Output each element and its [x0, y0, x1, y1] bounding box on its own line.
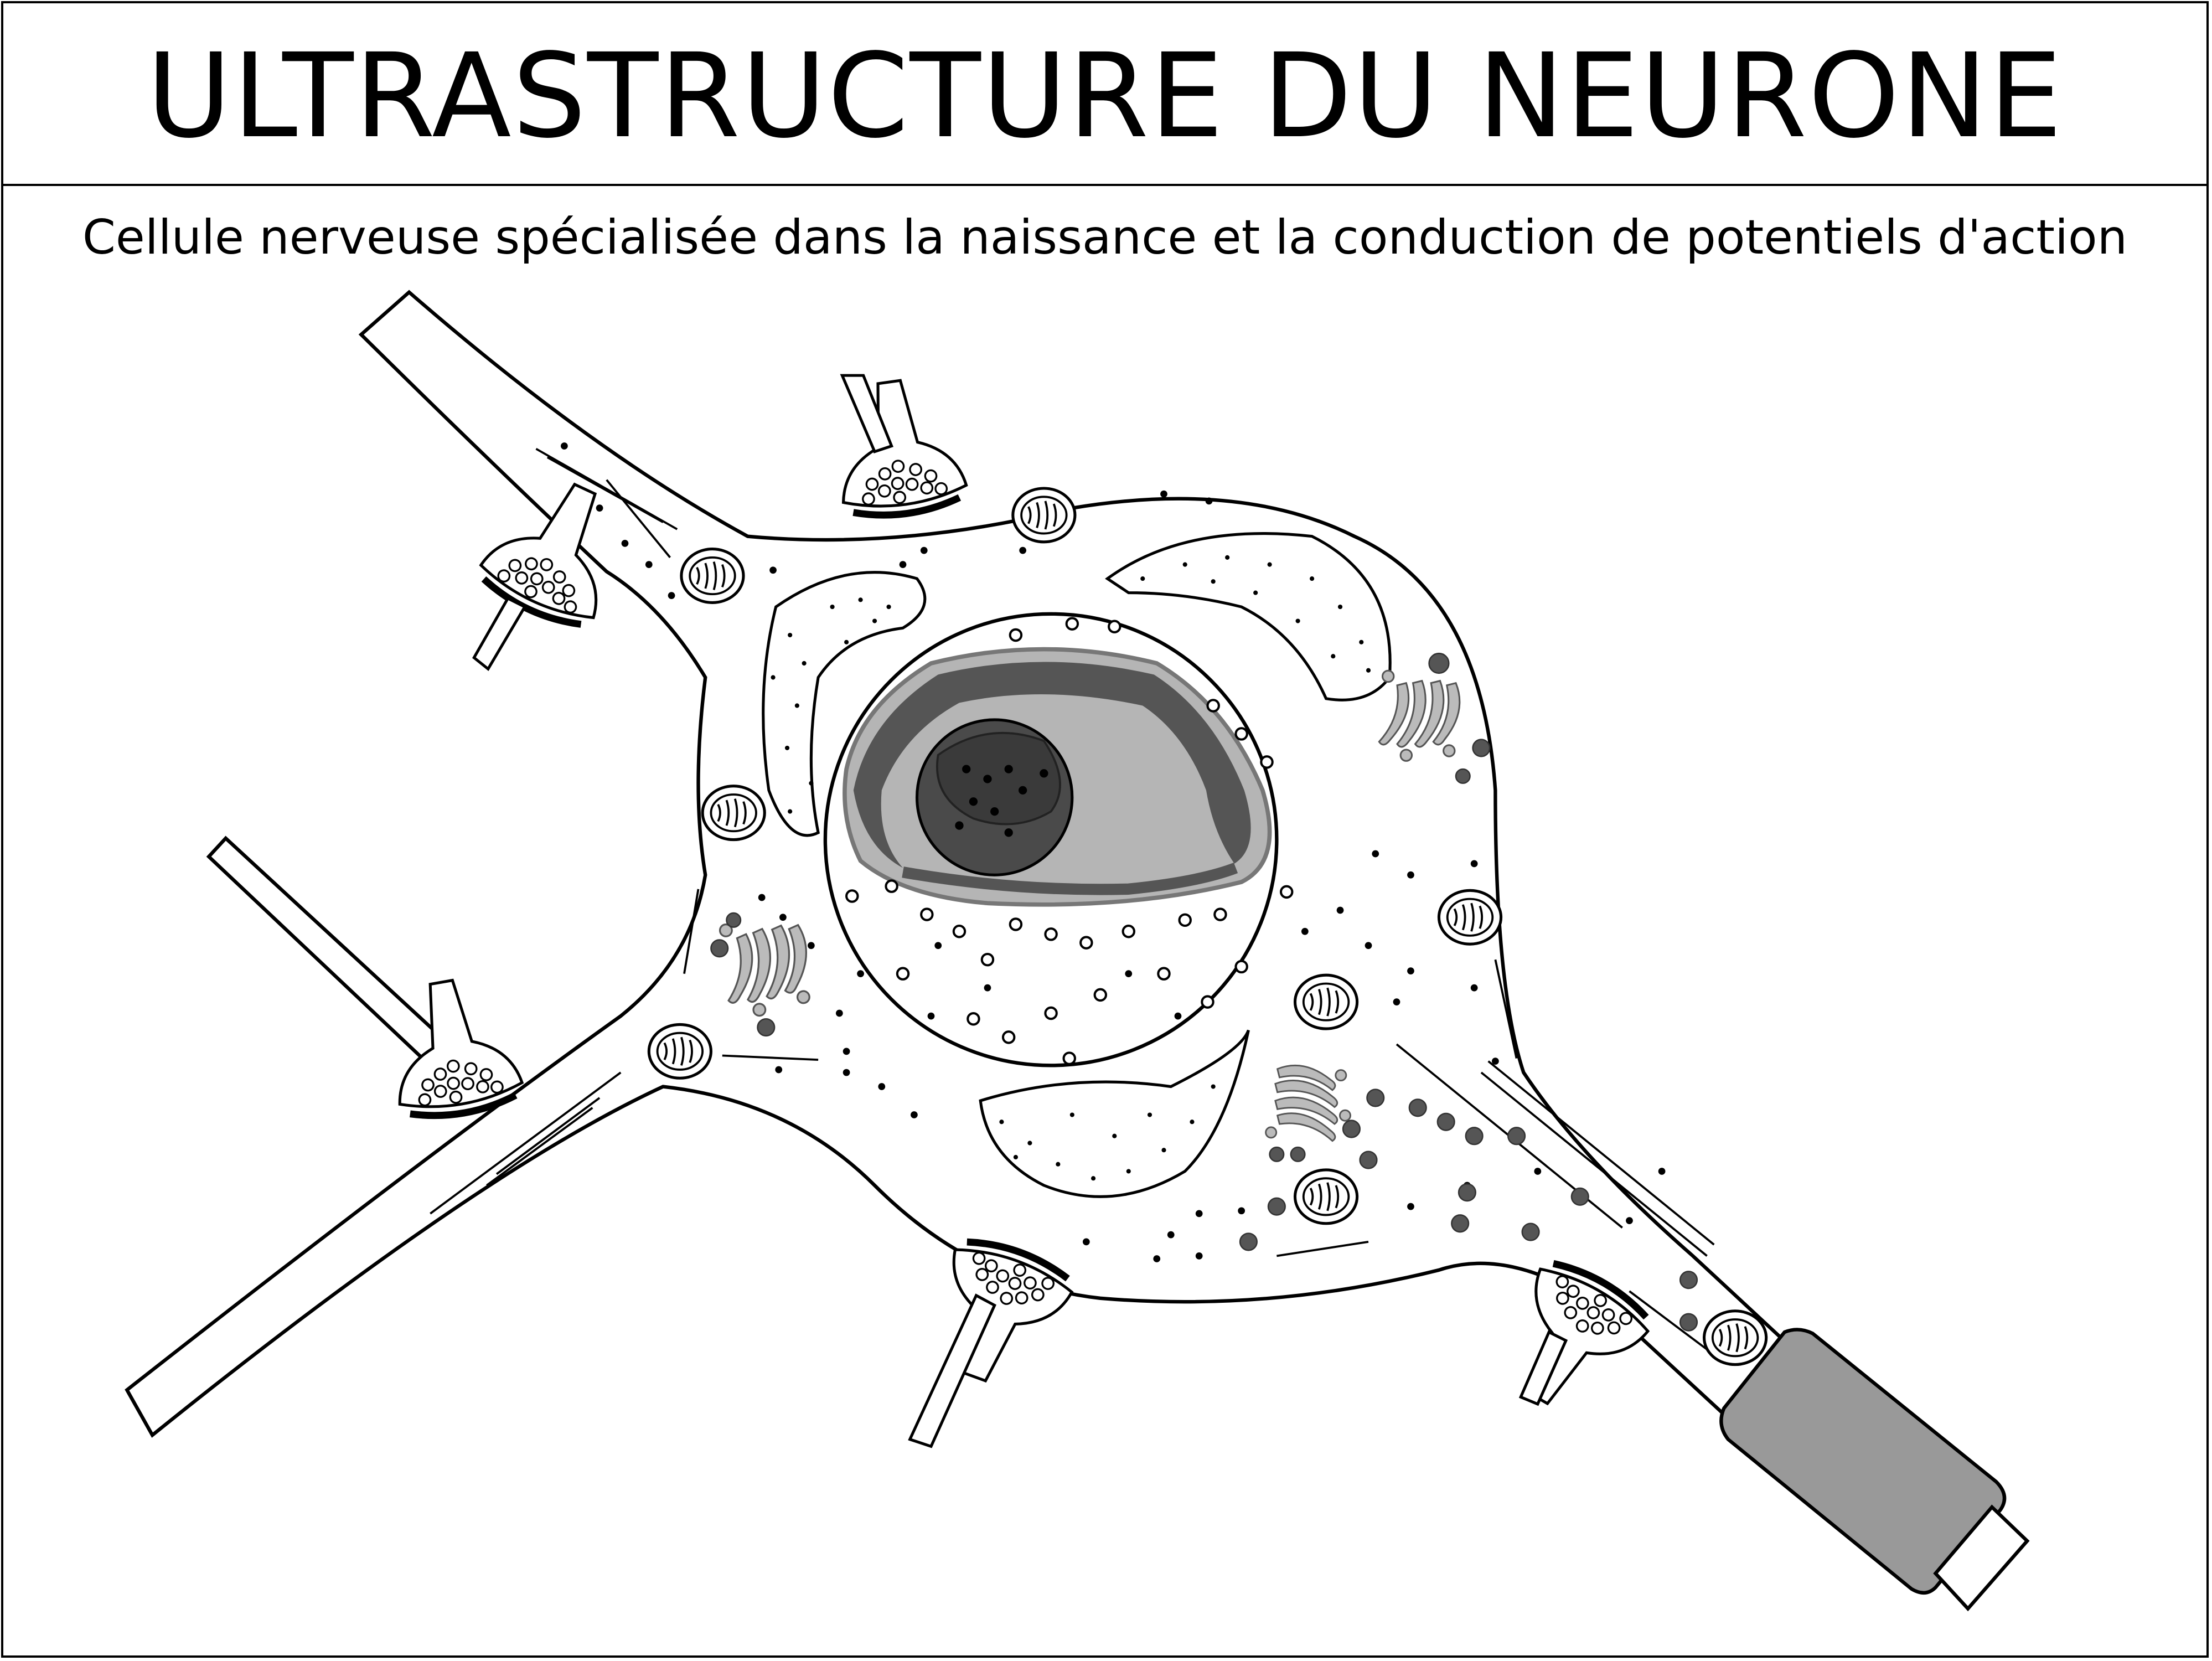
nucleolus: [915, 718, 1074, 876]
mitochondrion: [1704, 1311, 1766, 1365]
secretory-vesicles: [710, 652, 1698, 1332]
mitochondrion: [1013, 488, 1075, 542]
myelin-sheath: [1719, 1328, 2030, 1612]
title-band: ULTRASTRUCTURE DU NEURONE: [3, 3, 2206, 186]
mitochondrion: [702, 786, 764, 840]
mitochondrion: [1295, 975, 1357, 1029]
nucleus: [823, 612, 1279, 1067]
mitochondrion: [1439, 890, 1501, 944]
synapse-left: [380, 972, 525, 1124]
mitochondrion: [681, 549, 743, 603]
page-title: ULTRASTRUCTURE DU NEURONE: [146, 28, 2064, 164]
mitochondrion: [649, 1024, 711, 1078]
nissl-bodies: [762, 532, 1392, 1198]
mitochondrion: [1295, 1170, 1357, 1224]
page-subtitle: Cellule nerveuse spécialisée dans la nai…: [82, 210, 2128, 265]
synapse-top: [828, 373, 969, 522]
